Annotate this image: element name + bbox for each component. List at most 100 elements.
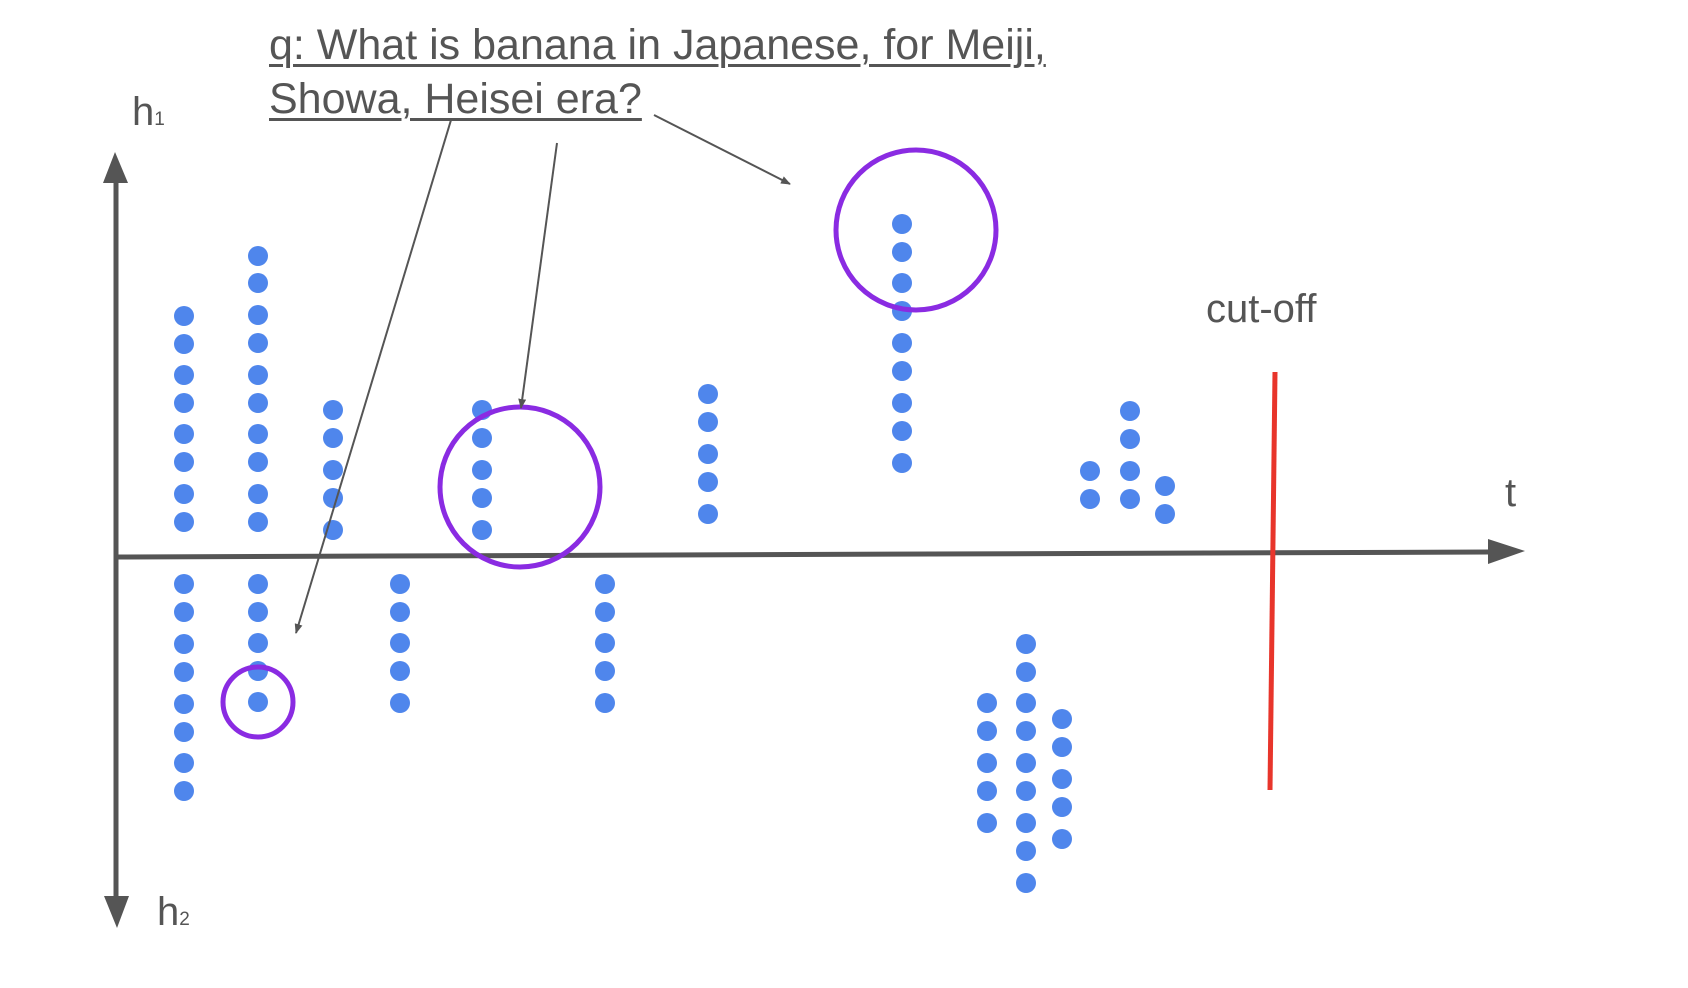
- pointer-arrow-showa: [518, 142, 558, 409]
- dot: [472, 520, 492, 540]
- dot: [174, 365, 194, 385]
- dot: [977, 813, 997, 833]
- dot: [595, 602, 615, 622]
- dot: [1016, 873, 1036, 893]
- highlight-heisei: [833, 147, 999, 313]
- dot: [1080, 489, 1100, 509]
- dot: [323, 488, 343, 508]
- dot: [174, 634, 194, 654]
- dot: [977, 781, 997, 801]
- dot: [977, 721, 997, 741]
- time-axis: [115, 549, 1491, 560]
- dot: [1080, 461, 1100, 481]
- dot: [248, 365, 268, 385]
- axis-arrow-up-icon: [103, 152, 128, 183]
- dot: [1155, 504, 1175, 524]
- axis-arrow-right-icon: [1488, 539, 1525, 564]
- dot: [174, 662, 194, 682]
- dot: [390, 633, 410, 653]
- dot: [248, 512, 268, 532]
- dot: [472, 488, 492, 508]
- dot: [1016, 721, 1036, 741]
- dot: [1052, 769, 1072, 789]
- dot: [892, 361, 912, 381]
- dot: [248, 333, 268, 353]
- dot: [248, 246, 268, 266]
- dot: [1016, 781, 1036, 801]
- cluster-3-up: [323, 400, 343, 540]
- dot: [698, 504, 718, 524]
- dot: [1016, 753, 1036, 773]
- dot: [174, 334, 194, 354]
- cutoff-line: [1267, 371, 1278, 791]
- dot: [892, 421, 912, 441]
- dot: [248, 305, 268, 325]
- cluster-1-down: [174, 574, 194, 801]
- dot: [390, 661, 410, 681]
- dot: [174, 424, 194, 444]
- dot: [1120, 429, 1140, 449]
- dot: [1120, 461, 1140, 481]
- dot: [390, 693, 410, 713]
- dot: [248, 484, 268, 504]
- dot: [174, 452, 194, 472]
- highlight-showa: [437, 404, 603, 570]
- dot: [1016, 693, 1036, 713]
- dot: [323, 460, 343, 480]
- dot: [1016, 634, 1036, 654]
- dot: [472, 428, 492, 448]
- axis-label-t: t: [1505, 471, 1516, 515]
- dot: [1016, 813, 1036, 833]
- dot: [1016, 841, 1036, 861]
- dot: [892, 242, 912, 262]
- dot: [1155, 476, 1175, 496]
- dot: [1052, 829, 1072, 849]
- cluster-2-up: [248, 246, 268, 532]
- cutoff-label: cut-off: [1206, 287, 1317, 331]
- dot: [390, 574, 410, 594]
- pointer-arrow-heisei: [653, 114, 791, 185]
- question-line-2: Showa, Heisei era?: [269, 75, 642, 123]
- dot: [174, 753, 194, 773]
- axis-label-h2: h2: [157, 890, 190, 934]
- dot: [595, 633, 615, 653]
- dot: [174, 484, 194, 504]
- dot: [248, 273, 268, 293]
- dot: [892, 393, 912, 413]
- dot: [174, 574, 194, 594]
- dot: [174, 781, 194, 801]
- dot: [892, 453, 912, 473]
- dot: [390, 602, 410, 622]
- dot: [595, 574, 615, 594]
- cluster-8-up: [892, 214, 912, 473]
- question-line-1: q: What is banana in Japanese, for Meiji…: [269, 21, 1046, 69]
- cluster-7-up: [698, 384, 718, 524]
- dot: [248, 574, 268, 594]
- dot: [698, 472, 718, 492]
- pointer-arrow-meiji: [294, 119, 452, 634]
- dot: [698, 444, 718, 464]
- dot: [472, 460, 492, 480]
- dot: [174, 694, 194, 714]
- dot: [1120, 489, 1140, 509]
- dot: [977, 753, 997, 773]
- cluster-10-up: [1080, 401, 1175, 524]
- dot: [174, 602, 194, 622]
- dot: [323, 428, 343, 448]
- dot: [323, 400, 343, 420]
- dot: [174, 512, 194, 532]
- dot: [248, 661, 268, 681]
- question-text: q: What is banana in Japanese, for Meiji…: [269, 18, 1046, 126]
- dot: [248, 692, 268, 712]
- dot: [1052, 797, 1072, 817]
- cluster-2-down: [248, 574, 268, 712]
- dot: [1016, 662, 1036, 682]
- dot: [1052, 737, 1072, 757]
- cluster-1-up: [174, 306, 194, 532]
- axis-label-h1: h1: [132, 90, 165, 134]
- dot: [892, 214, 912, 234]
- dot: [248, 452, 268, 472]
- dot: [174, 306, 194, 326]
- dot: [174, 722, 194, 742]
